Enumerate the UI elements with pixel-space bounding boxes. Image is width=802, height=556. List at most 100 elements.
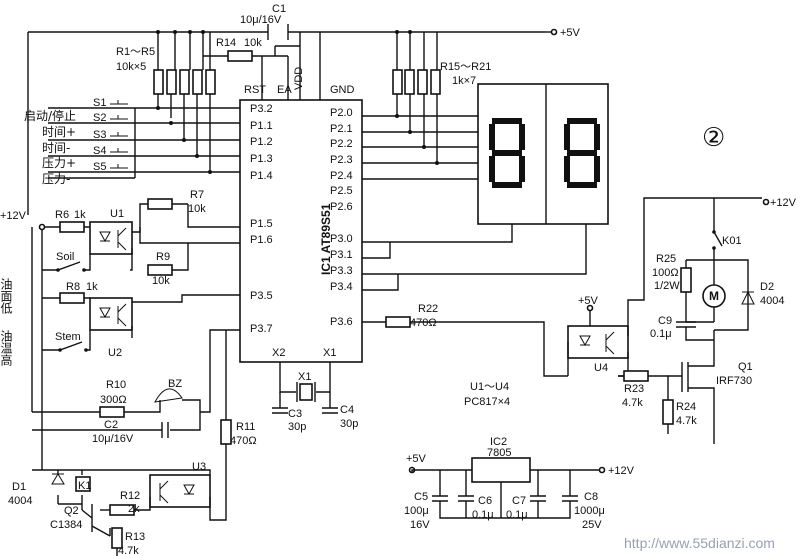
pin-p1-1: P1.1: [250, 120, 273, 132]
pin-p3-4: P3.4: [330, 281, 353, 293]
plus12v-left-label: +12V: [0, 210, 27, 222]
buzzer-circuit: [32, 329, 240, 438]
ic2-value: 7805: [487, 447, 511, 459]
u2-label: U2: [108, 347, 122, 359]
crystal-label: X1: [298, 371, 311, 383]
pin-p1-4: P1.4: [250, 170, 273, 182]
r25-value: 100Ω: [652, 267, 679, 279]
c5-value: 100μ: [404, 505, 429, 517]
r14-value: 10k: [244, 37, 262, 49]
mcu-pin-ea: EA: [277, 84, 292, 96]
q1-value: IRF730: [716, 375, 752, 387]
c8-label: C8: [584, 491, 598, 503]
stem-switch: [42, 330, 91, 352]
c4-value: 30p: [340, 418, 358, 430]
pin-p2-0: P2.0: [330, 107, 353, 119]
d1-label: D1: [12, 481, 26, 493]
plus5v-top-label: +5V: [560, 27, 581, 39]
c5-voltage: 16V: [410, 519, 430, 531]
motor-label: M: [709, 289, 719, 303]
r15-r21-value: 1k×7: [452, 75, 476, 87]
c1-value: 10μ/16V: [240, 14, 282, 26]
r1-r5-label: R1～R5: [116, 46, 155, 58]
r10-label: R10: [106, 379, 126, 391]
r23-label: R23: [624, 383, 644, 395]
c3-value: 30p: [288, 421, 306, 433]
pin-x2: X2: [272, 347, 285, 359]
pin-p3-6: P3.6: [330, 316, 353, 328]
mcu-ic1: [239, 99, 363, 363]
mcu-pin-rst: RST: [244, 84, 266, 96]
switch-s1-ref: S1: [93, 97, 106, 109]
u1-u4-label: U1～U4: [470, 381, 509, 393]
pin-p1-6: P1.6: [250, 234, 273, 246]
r12-value: 2k: [128, 503, 140, 515]
plus5v-reg-label: +5V: [406, 453, 427, 465]
pin-p2-2: P2.2: [330, 138, 353, 150]
switch-s2-label: 时间+: [42, 125, 76, 139]
r6-value: 1k: [74, 209, 86, 221]
c6-label: C6: [478, 495, 492, 507]
circled-number: ②: [702, 122, 725, 152]
switch-s2-ref: S2: [93, 112, 106, 124]
pin-p2-1: P2.1: [330, 123, 353, 135]
k01-label: K01: [722, 235, 742, 247]
r22-value: 470Ω: [410, 317, 437, 329]
switch-s4-label: 压力+: [42, 156, 76, 170]
r10-value: 300Ω: [100, 394, 127, 406]
u1-label: U1: [110, 208, 124, 220]
pin-p3-3: P3.3: [330, 265, 353, 277]
r1-r5-resistor-array: [153, 32, 216, 170]
pin-p2-3: P2.3: [330, 154, 353, 166]
switch-s5-ref: S5: [93, 161, 106, 173]
r23-value: 4.7k: [622, 397, 643, 409]
stem-label: Stem: [55, 331, 81, 343]
r25-label: R25: [656, 253, 676, 265]
seven-segment-display: [362, 83, 609, 275]
pin-p2-6: P2.6: [330, 201, 353, 213]
r8-value: 1k: [86, 281, 98, 293]
optocoupler-u3-relay-driver: [42, 469, 227, 556]
pin-p3-5: P3.5: [250, 290, 273, 302]
u4-label: U4: [594, 362, 608, 374]
soil-label: Soil: [56, 251, 74, 263]
r11-label: R11: [236, 421, 255, 433]
buzzer-label: BZ: [168, 378, 182, 390]
c5-label: C5: [414, 491, 428, 503]
r6-label: R6: [55, 209, 69, 221]
c1-label: C1: [272, 3, 286, 15]
oil-low-label: 油面低: [0, 278, 13, 315]
pin-x1: X1: [323, 347, 336, 359]
switch-s5-label: 压力-: [42, 172, 70, 186]
c6-value: 0.1μ: [472, 509, 494, 521]
c4-label: C4: [340, 404, 354, 416]
pin-p3-0: P3.0: [330, 233, 353, 245]
switch-s1-label: 启动/停止: [24, 108, 76, 123]
r11-resistor: [220, 330, 232, 470]
pin-p3-1: P3.1: [330, 249, 353, 261]
u1-u4-value: PC817×4: [464, 396, 510, 408]
pin-p1-2: P1.2: [250, 136, 273, 148]
pin-p1-3: P1.3: [250, 153, 273, 165]
soil-switch: [42, 254, 91, 272]
mcu-left-pin-labels: P3.2 P1.1 P1.2 P1.3 P1.4 P1.5 P1.6 P3.5 …: [250, 103, 273, 335]
mosfet-q1: [618, 354, 715, 444]
c2-label: C2: [104, 419, 118, 431]
watermark: http://www.55dianzi.com: [624, 535, 775, 551]
q2-value: C1384: [50, 519, 82, 531]
pin-p2-5: P2.5: [330, 185, 353, 197]
mcu-name: IC1 AT89S51: [319, 203, 333, 275]
c8-value: 1000μ: [574, 505, 605, 517]
k1-label: K1: [78, 480, 91, 492]
switch-s3-label: 时间-: [42, 141, 70, 155]
c9-label: C9: [658, 315, 672, 327]
mcu-pin-vdd: VDD: [293, 67, 305, 90]
voltage-regulator-ic2: [408, 457, 606, 519]
ic2-label: IC2: [490, 436, 507, 448]
pin-p1-5: P1.5: [250, 218, 273, 230]
p3-digit-lines: [362, 242, 399, 291]
r8-label: R8: [66, 281, 80, 293]
pin-p3-7: P3.7: [250, 323, 273, 335]
c2-value: 10μ/16V: [92, 433, 134, 445]
